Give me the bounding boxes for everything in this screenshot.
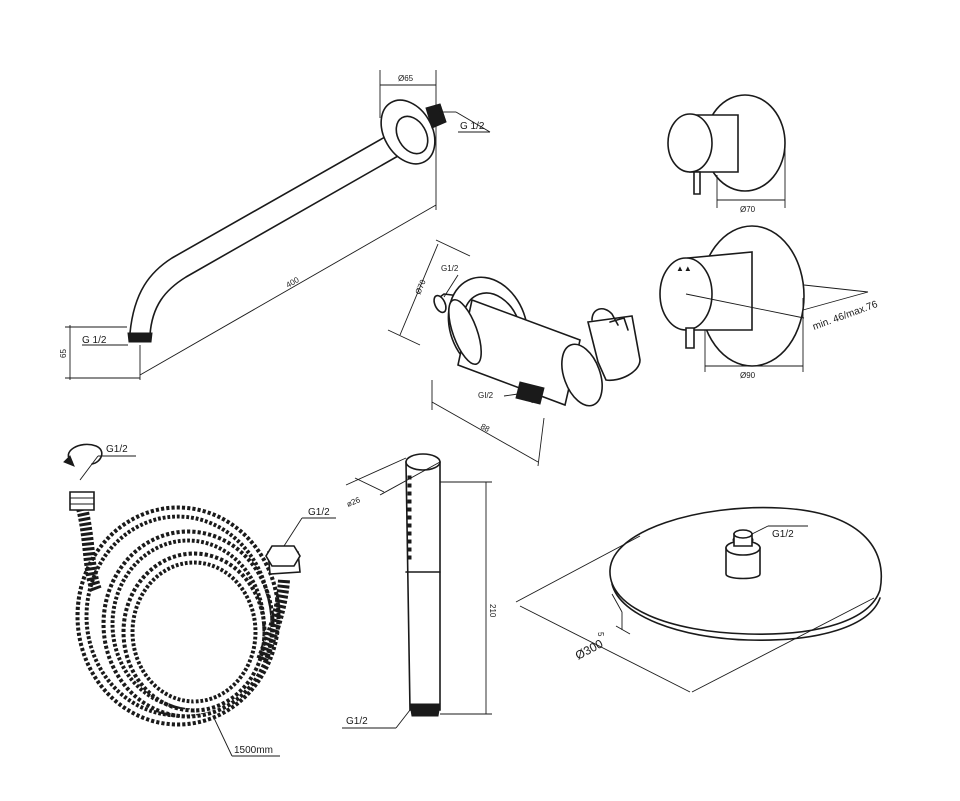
hand-shower-thread-label: G1/2 <box>346 716 368 727</box>
arm-flange-diameter-label: Ø65 <box>398 74 414 83</box>
arm-wall-thread-label: G 1/2 <box>460 121 485 132</box>
outlet-diameter-label: Ø70 <box>414 278 428 296</box>
outlet-top-thread-label: G1/2 <box>441 264 459 273</box>
shower-hose: G1/2 G1/2 1500mm <box>63 443 336 757</box>
arm-outlet-thread-label: G 1/2 <box>82 335 107 346</box>
nozzle-holes <box>407 475 412 560</box>
overhead-thread-label: G1/2 <box>772 529 794 540</box>
overhead-shower: G1/2 5 Ø300 <box>515 506 882 693</box>
hose-right-thread-label: G1/2 <box>308 507 330 518</box>
outlet-bottom-thread-label: GI/2 <box>478 391 494 400</box>
arm-drop-height-label: 65 <box>59 349 68 358</box>
diverter-valve: Ø70 <box>667 94 786 214</box>
shower-arm: Ø65 G 1/2 400 65 G 1/2 <box>59 70 491 380</box>
hand-shower: ø26 210 G1/2 <box>342 453 497 729</box>
mixer-diameter-label: Ø90 <box>740 371 756 380</box>
hose-length-label: 1500mm <box>234 745 273 756</box>
mixer-wall-depth-label: min. 46/max.76 <box>811 299 879 333</box>
thermostatic-mixer: ▲▲ min. 46/max.76 Ø90 <box>659 225 880 380</box>
outlet-depth-label: 88 <box>479 422 492 434</box>
overhead-thickness-label: 5 <box>596 632 605 637</box>
overhead-diameter-label: Ø300 <box>573 636 606 662</box>
arm-length-label: 400 <box>285 275 302 290</box>
wall-outlet-holder: Ø70 G1/2 GI/2 88 <box>387 239 641 467</box>
mixer-scale-mark: ▲▲ <box>676 264 692 273</box>
hand-shower-diameter-label: ø26 <box>345 495 362 509</box>
diverter-diameter-label: Ø70 <box>740 205 756 214</box>
hand-shower-length-label: 210 <box>488 604 497 618</box>
hose-top-thread-label: G1/2 <box>106 444 128 455</box>
